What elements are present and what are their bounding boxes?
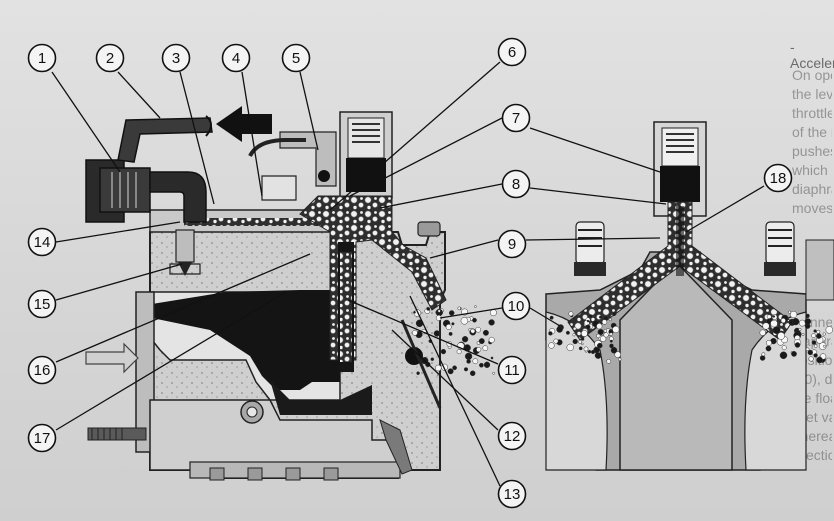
- leader-line-3: [179, 71, 215, 205]
- leader-line-8: [379, 183, 503, 209]
- background-text-line: which acts on the pump: [792, 162, 832, 178]
- callout-label-16: 16: [34, 362, 51, 379]
- leader-line-9: [525, 237, 661, 241]
- background-text-line: diaphragm which (16): [792, 181, 832, 197]
- background-text-line: moves forward the: [792, 200, 832, 216]
- fuel-inlet-assembly: [85, 106, 441, 237]
- leader-line-9: [429, 239, 499, 259]
- leader-line-11: [347, 299, 499, 365]
- background-text-line: of the rod the spring (30): [792, 124, 832, 140]
- callout-circle-8: [501, 169, 531, 199]
- callout-circle-7: [501, 103, 531, 133]
- callout-circle-4: [221, 43, 251, 73]
- leader-line-6: [329, 61, 501, 211]
- leader-line-10: [439, 307, 503, 319]
- callout-circle-9: [497, 229, 527, 259]
- leader-line-14: [55, 221, 181, 243]
- callout-circle-11: [497, 355, 527, 385]
- callout-label-7: 7: [512, 110, 520, 127]
- callout-circle-18: [763, 163, 793, 193]
- callout-label-3: 3: [172, 50, 180, 67]
- detail-inset: [545, 121, 834, 471]
- leader-line-8: [529, 187, 667, 205]
- background-text-line: throttles spindle. By means: [792, 105, 832, 121]
- callout-label-12: 12: [504, 428, 521, 445]
- background-text-line: On opening the throttles (13),: [792, 67, 832, 83]
- callout-circle-16: [27, 355, 57, 385]
- leader-line-7: [349, 117, 503, 197]
- needle-valve: [169, 229, 201, 276]
- callout-label-6: 6: [508, 44, 516, 61]
- callout-label-11: 11: [504, 362, 520, 379]
- leader-line-15: [55, 263, 183, 301]
- callout-circle-13: [497, 479, 527, 509]
- callout-label-9: 9: [508, 236, 516, 253]
- callout-circle-5: [281, 43, 311, 73]
- leader-line-7: [529, 127, 661, 173]
- callout-label-15: 15: [34, 296, 51, 313]
- leader-line-12: [391, 329, 499, 431]
- carburettor-body: [87, 227, 446, 481]
- callout-circle-2: [95, 43, 125, 73]
- background-text-line: the lever (28) attached to the: [792, 86, 832, 102]
- callout-label-17: 17: [34, 430, 51, 447]
- callout-label-2: 2: [106, 50, 114, 67]
- leader-line-5: [299, 71, 319, 151]
- accelerator-fuel-passage: [299, 195, 447, 361]
- leader-line-10: [529, 307, 561, 327]
- callout-label-18: 18: [770, 170, 787, 187]
- callout-circle-15: [27, 289, 57, 319]
- callout-circle-6: [497, 37, 527, 67]
- callout-circle-3: [161, 43, 191, 73]
- leader-lines: [51, 61, 765, 487]
- callout-label-13: 13: [504, 486, 521, 503]
- leader-line-13: [409, 295, 501, 487]
- callout-circle-17: [27, 423, 57, 453]
- airflow-arrows: [85, 342, 139, 374]
- leader-line-16: [55, 253, 311, 363]
- spray-dots-main: [412, 305, 497, 377]
- callout-label-8: 8: [512, 176, 520, 193]
- callout-circle-1: [27, 43, 57, 73]
- background-text-line: pushes the lever (32): [792, 143, 832, 159]
- callout-circle-10: [501, 291, 531, 321]
- callout-label-5: 5: [292, 50, 300, 67]
- leader-line-2: [117, 71, 161, 119]
- spray-dots-inset: [548, 310, 834, 364]
- callout-label-4: 4: [232, 50, 240, 67]
- leader-line-1: [51, 71, 121, 173]
- callout-label-10: 10: [508, 298, 525, 315]
- background-heading: - Acceleration: [790, 39, 834, 71]
- callout-circle-14: [27, 227, 57, 257]
- callout-circle-12: [497, 421, 527, 451]
- callout-label-14: 14: [34, 234, 51, 251]
- leader-line-4: [241, 71, 263, 197]
- callout-label-1: 1: [38, 50, 46, 67]
- leader-line-18: [685, 185, 765, 233]
- leader-line-17: [55, 291, 287, 431]
